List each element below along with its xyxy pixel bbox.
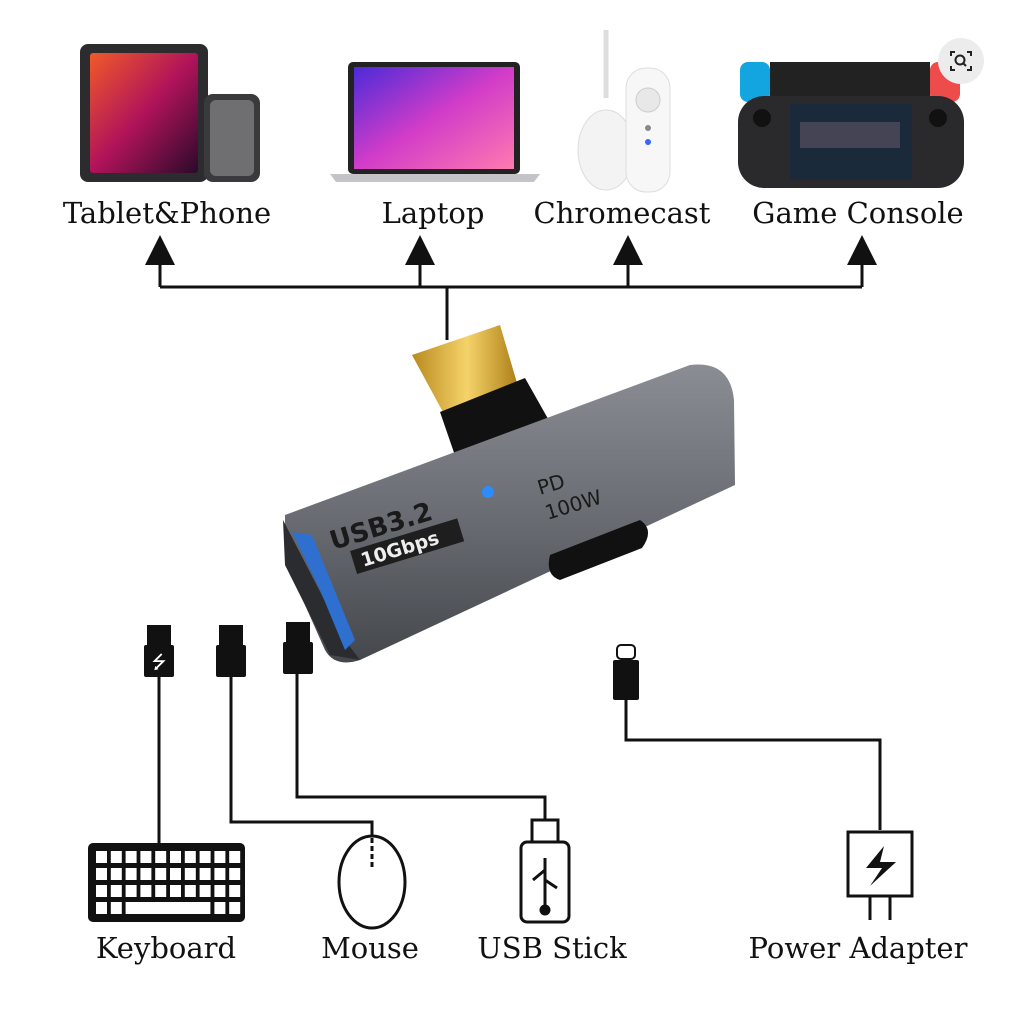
visual-search-icon	[950, 51, 972, 71]
keyboard-key	[155, 868, 167, 880]
keyboard-key	[170, 868, 181, 880]
usb-a-plugs: ⭍	[144, 622, 313, 677]
svg-text:⭍: ⭍	[152, 652, 167, 672]
keyboard-key	[229, 851, 241, 863]
keyboard-key	[110, 902, 122, 914]
keyboard-key	[96, 868, 107, 880]
label-mouse: Mouse	[321, 931, 419, 965]
keyboard-key	[184, 885, 196, 897]
keyboard-key	[140, 851, 152, 863]
keyboard-key	[125, 868, 137, 880]
keyboard-key	[96, 902, 107, 914]
keyboard-key	[184, 851, 196, 863]
keyboard-key	[199, 868, 211, 880]
label-tablet-phone: Tablet&Phone	[62, 196, 272, 230]
keyboard-key	[110, 851, 122, 863]
label-game-console: Game Console	[752, 196, 964, 230]
keyboard-key	[229, 868, 241, 880]
top-connection-lines	[145, 235, 877, 340]
laptop-image	[330, 62, 540, 182]
label-chromecast: Chromecast	[533, 196, 711, 230]
keyboard-key	[214, 885, 226, 897]
keyboard-key	[214, 902, 226, 914]
label-power-adapter: Power Adapter	[748, 931, 968, 965]
keyboard-key	[110, 885, 122, 897]
keyboard-key	[199, 885, 211, 897]
keyboard-key	[184, 868, 196, 880]
keyboard-key	[155, 851, 167, 863]
label-usb-stick: USB Stick	[477, 931, 627, 965]
keyboard-key	[229, 885, 241, 897]
keyboard-icon	[88, 843, 245, 922]
keyboard-key	[96, 851, 107, 863]
keyboard-key	[110, 868, 122, 880]
tablet-phone-image	[80, 44, 260, 182]
keyboard-key	[155, 885, 167, 897]
keyboard-key	[214, 851, 226, 863]
visual-search-button[interactable]	[938, 38, 984, 84]
keyboard-key	[199, 851, 211, 863]
keyboard-key	[140, 868, 152, 880]
label-laptop: Laptop	[381, 196, 485, 230]
keyboard-key	[125, 851, 137, 863]
keyboard-key	[170, 851, 181, 863]
mouse-icon	[337, 834, 407, 930]
keyboard-key	[96, 885, 107, 897]
label-keyboard: Keyboard	[95, 931, 237, 965]
keyboard-key	[214, 868, 226, 880]
keyboard-key	[170, 885, 181, 897]
chromecast-image	[577, 30, 671, 193]
keyboard-spacebar	[125, 902, 211, 914]
usb-c-plug	[613, 644, 639, 700]
usb-stick-icon	[519, 818, 571, 924]
keyboard-key	[140, 885, 152, 897]
game-console-image	[738, 62, 964, 188]
status-led	[482, 486, 494, 498]
bottom-cables	[157, 674, 882, 843]
keyboard-key	[125, 885, 137, 897]
power-adapter-icon	[846, 830, 914, 920]
keyboard-key	[229, 902, 241, 914]
usb-c-adapter: USB3.2 10Gbps PD 100W	[283, 325, 735, 663]
